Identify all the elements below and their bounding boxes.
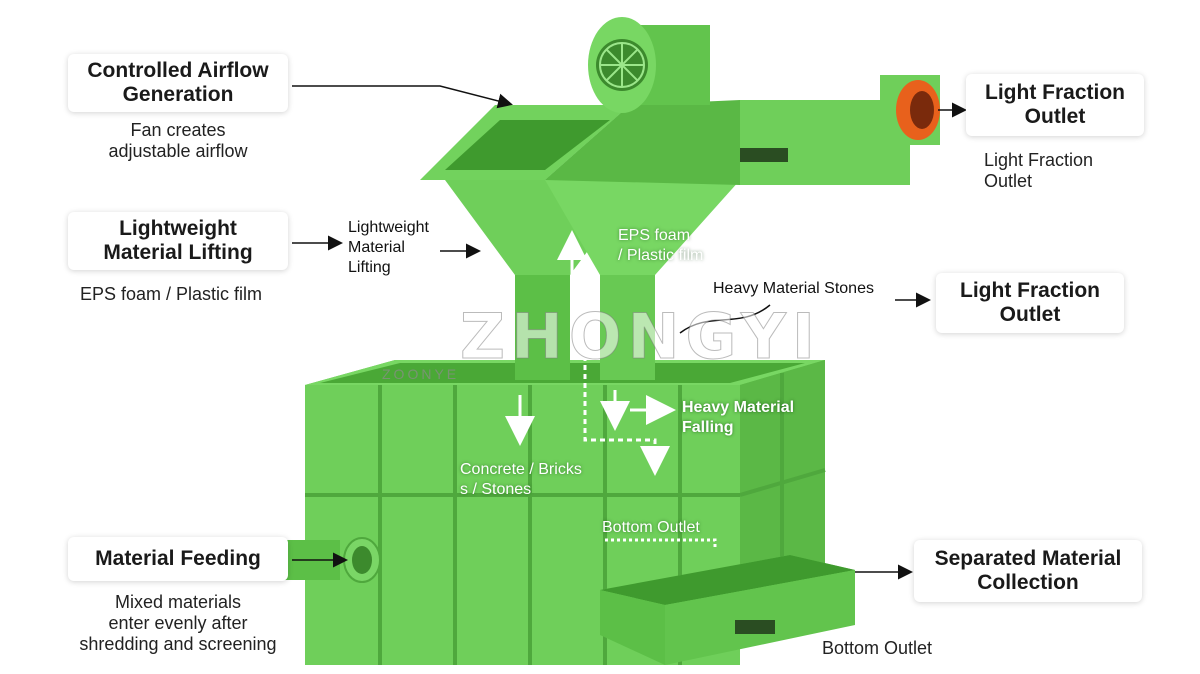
label-lifting: Lightweight Material Lifting — [348, 219, 429, 276]
callout-lifting-title: Lightweight Material Lifting — [68, 212, 288, 270]
label-bottom-outlet: Bottom Outlet — [602, 519, 700, 536]
callout-feeding-desc: Mixed materials enter evenly after shred… — [79, 592, 277, 654]
callout-lifting-desc: EPS foam / Plastic film — [80, 284, 263, 304]
callout-arrows — [292, 85, 967, 580]
upper-duct — [420, 17, 940, 185]
label-heavy-stones: Heavy Material Stones — [713, 280, 874, 297]
fan-icon — [596, 39, 648, 91]
label-concrete: Concrete / Bricks s / Stones — [460, 461, 582, 498]
flow-arrows — [505, 230, 717, 550]
callout-airflow-title: Controlled Airflow Generation — [68, 54, 288, 112]
label-eps: EPS foam / Plastic film — [618, 227, 704, 264]
callout-collection-desc: Bottom Outlet — [822, 638, 933, 658]
label-heavy-falling: Heavy Material Falling — [682, 399, 795, 436]
callout-light-outlet-2-title: Light Fraction Outlet — [936, 273, 1124, 333]
watermark-small: ZOONYE — [382, 366, 460, 382]
callout-light-outlet-desc: Light Fraction Outlet — [984, 150, 1094, 191]
callout-airflow-desc: Fan creates adjustable airflow — [108, 120, 248, 161]
watermark-brand: ZHONGYI — [460, 300, 821, 374]
funnels — [445, 180, 740, 380]
collection-tray — [600, 555, 855, 665]
callout-light-outlet-title: Light Fraction Outlet — [966, 74, 1144, 136]
callout-collection-title: Separated Material Collection — [914, 540, 1142, 602]
callout-feeding-title: Material Feeding — [68, 537, 288, 581]
